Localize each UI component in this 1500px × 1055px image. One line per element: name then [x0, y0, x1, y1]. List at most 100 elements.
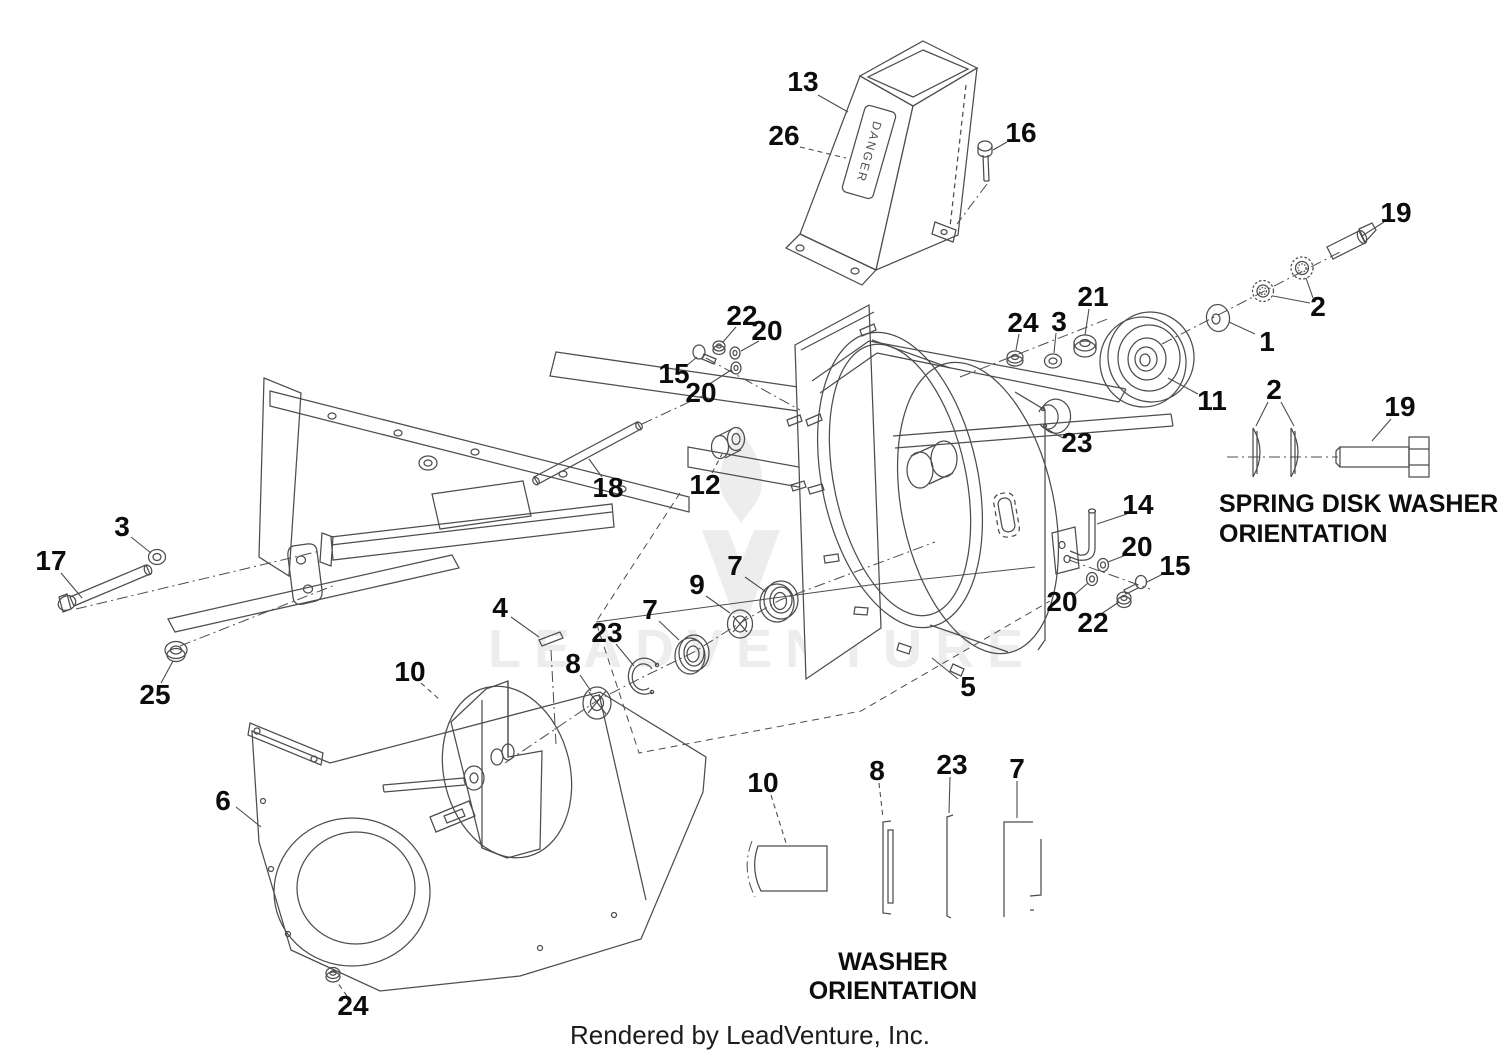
part-callout-25: 25 — [139, 679, 171, 710]
part-callout-22: 22 — [726, 300, 758, 331]
part-callout-4: 4 — [492, 592, 508, 623]
rod-18 — [531, 396, 702, 486]
part-callout-3: 3 — [114, 511, 130, 542]
leader-line-26 — [799, 146, 847, 159]
leader-line-25 — [160, 660, 174, 684]
leader-line-12 — [711, 453, 723, 474]
fasteners-right-20-15-22 — [1069, 559, 1150, 608]
spring-disk-annotation-line2: ORIENTATION — [1219, 520, 1388, 548]
leader-line-22 — [1100, 601, 1120, 615]
leader-line-17 — [60, 572, 83, 599]
key-4 — [539, 632, 563, 744]
washer-annotation: WASHER ORIENTATION — [793, 948, 993, 1006]
leader-line-18 — [588, 458, 603, 478]
leader-line-6 — [235, 806, 262, 828]
part-callout-23: 23 — [936, 749, 968, 780]
leader-line-23 — [1044, 427, 1064, 439]
leader-line-2 — [1255, 401, 1269, 427]
leader-line-15 — [1146, 573, 1164, 583]
bolt-17 — [56, 551, 320, 613]
leader-line-19 — [1361, 221, 1385, 237]
part-callout-8: 8 — [869, 755, 885, 786]
bracket-14 — [1052, 509, 1096, 574]
part-callout-20: 20 — [1121, 531, 1153, 562]
footer-credit: Rendered by LeadVenture, Inc. — [570, 1020, 930, 1050]
leader-line-22 — [722, 326, 737, 343]
leader-line-11 — [1167, 377, 1199, 395]
part-callout-11: 11 — [1197, 385, 1227, 416]
part-callout-1: 1 — [1259, 326, 1275, 357]
leader-line-9 — [705, 595, 731, 614]
part-callout-10: 10 — [747, 767, 779, 798]
blower-housing-5 — [793, 317, 1084, 676]
fan-housing-6 — [248, 692, 706, 991]
shaft-bearing-group — [505, 542, 935, 763]
leader-line-20 — [1072, 582, 1089, 597]
leader-line-8 — [878, 782, 884, 819]
nut-25 — [165, 585, 335, 662]
leader-line-5 — [931, 657, 959, 680]
leader-line-20 — [1107, 554, 1127, 563]
part-callout-14: 14 — [1122, 489, 1154, 520]
part-callout-22: 22 — [1077, 607, 1109, 638]
leader-line-23 — [948, 776, 951, 814]
part-callout-20: 20 — [685, 377, 717, 408]
washer-annotation-line2: ORIENTATION — [808, 977, 978, 1005]
part-callout-9: 9 — [689, 569, 705, 600]
part-callout-26: 26 — [768, 120, 800, 151]
spring-disk-orientation-diagram — [1227, 428, 1429, 477]
washer-1 — [1205, 303, 1232, 333]
leader-line-8 — [579, 674, 592, 692]
part-callout-23: 23 — [591, 617, 623, 648]
impeller-10 — [383, 672, 589, 871]
leader-line-4 — [510, 616, 540, 638]
part-callout-24: 24 — [1007, 307, 1039, 338]
leader-line-21 — [1084, 308, 1090, 336]
part-callout-19: 19 — [1380, 197, 1412, 228]
leader-line-2 — [1280, 401, 1295, 427]
leader-line-2 — [1305, 277, 1314, 299]
part-callout-24: 24 — [337, 990, 369, 1021]
leader-line-10 — [420, 682, 441, 701]
pulley-11 — [960, 252, 1340, 413]
group-5-boundary — [596, 493, 1050, 753]
fasteners-left-15-22-20 — [693, 341, 800, 410]
part-callout-15: 15 — [658, 358, 690, 389]
leader-line-24 — [1015, 333, 1020, 351]
bolt-16 — [957, 141, 992, 224]
part-callout-23: 23 — [1061, 427, 1093, 458]
leader-line-16 — [992, 141, 1008, 151]
spring-disk-annotation: SPRING DISK WASHER ORIENTATION — [1219, 489, 1498, 549]
leader-line-2 — [1272, 295, 1311, 304]
backplate — [787, 305, 1173, 679]
part-callout-2: 2 — [1310, 291, 1326, 322]
bolt-19 — [1327, 223, 1376, 259]
discharge-chute-13: DANGER — [786, 41, 977, 285]
part-callout-6: 6 — [215, 785, 231, 816]
spring-disk-washers-2 — [1253, 257, 1314, 302]
part-callout-7: 7 — [727, 550, 743, 581]
leader-line-19 — [1371, 418, 1392, 442]
leader-line-3 — [1053, 332, 1057, 354]
leader-line-1 — [1228, 321, 1256, 335]
part-callout-21: 21 — [1077, 281, 1109, 312]
washer-3-top — [1045, 354, 1062, 368]
part-callout-13: 13 — [787, 66, 819, 97]
part-callout-10: 10 — [394, 656, 426, 687]
part-callout-20: 20 — [1046, 586, 1078, 617]
leader-line-20 — [707, 369, 732, 386]
part-callout-7: 7 — [1009, 753, 1025, 784]
part-callout-5: 5 — [960, 671, 976, 702]
part-callout-3: 3 — [1051, 306, 1067, 337]
leader-line-13 — [817, 94, 849, 113]
leader-line-3 — [130, 536, 152, 554]
spring-disk-annotation-line1: SPRING DISK WASHER — [1219, 490, 1499, 518]
washer-3-left — [149, 550, 166, 565]
washer-orientation-diagram — [747, 815, 1041, 918]
nut-24-bottom — [326, 968, 340, 983]
leader-line-10 — [770, 794, 787, 844]
